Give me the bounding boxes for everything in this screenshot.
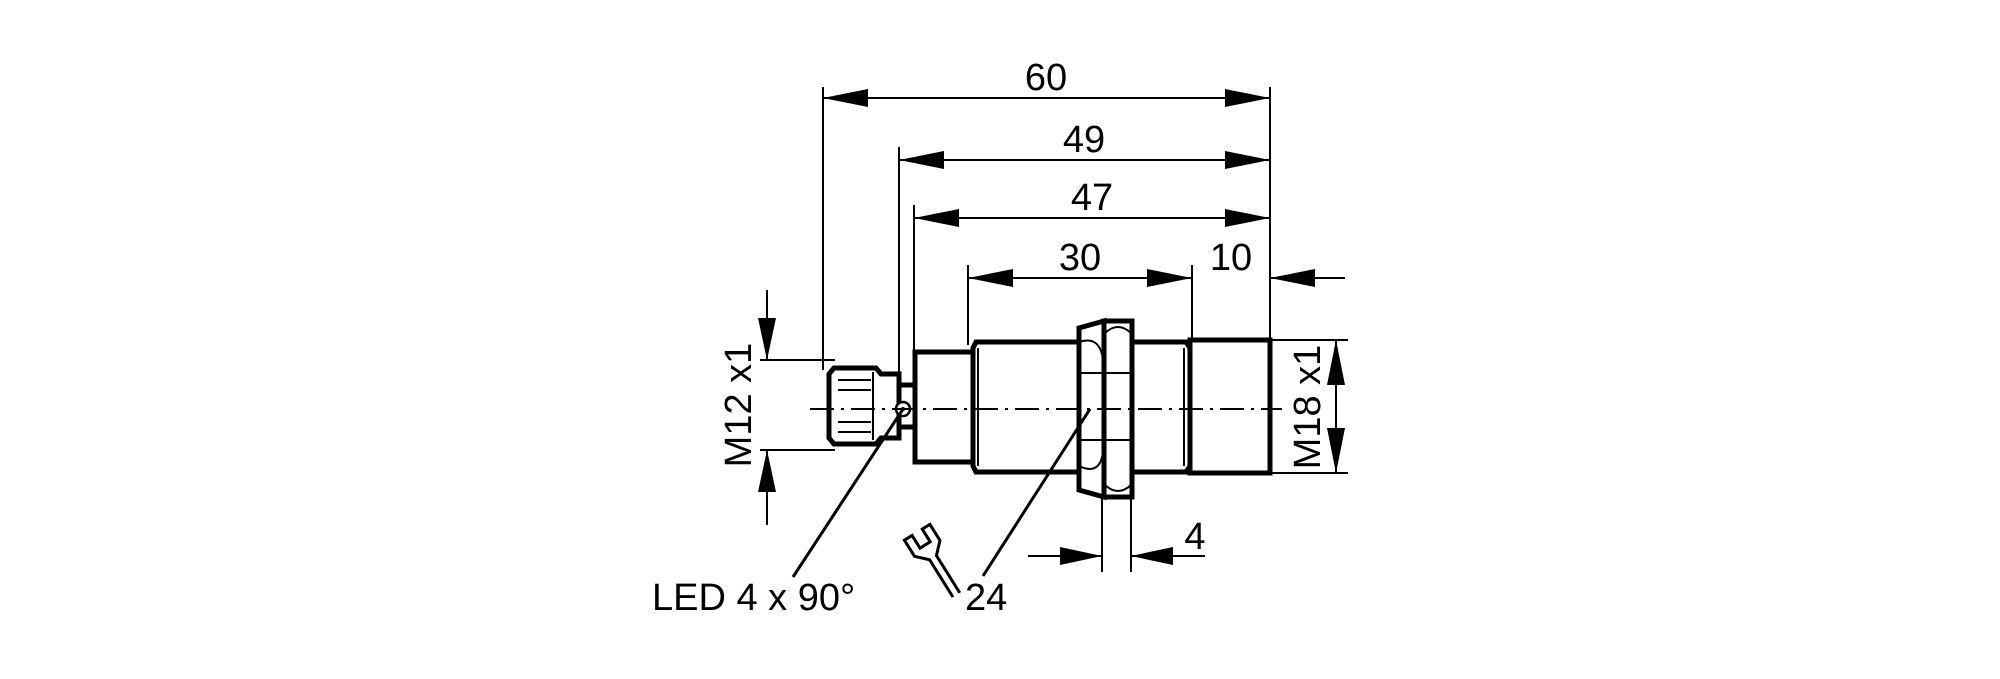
- sensing-face: [1187, 337, 1273, 476]
- wrench-size-label: 24: [965, 577, 1007, 619]
- m18-thread-label: M18 x1: [1287, 345, 1329, 470]
- extension-lines: [760, 87, 1348, 572]
- dim-60-label: 60: [1025, 57, 1067, 99]
- led-callout-label: LED 4 x 90°: [652, 577, 855, 619]
- dim-4-label: 4: [1184, 516, 1205, 558]
- dim-49-label: 49: [1063, 119, 1105, 161]
- leader-lines: [791, 408, 1092, 578]
- housing-neck: [912, 349, 976, 465]
- dimension-labels: 60 49 47 30 10 4 M12 x1 M18 x1 LED 4 x 9…: [652, 57, 1329, 619]
- m12-thread-label: M12 x1: [718, 343, 760, 468]
- dimension-lines: [758, 89, 1345, 565]
- dim-10-label: 10: [1210, 237, 1252, 279]
- m12-connector: [826, 365, 902, 447]
- wrench-icon: [902, 522, 962, 598]
- dim-47-label: 47: [1071, 177, 1113, 219]
- dim-30-label: 30: [1059, 237, 1101, 279]
